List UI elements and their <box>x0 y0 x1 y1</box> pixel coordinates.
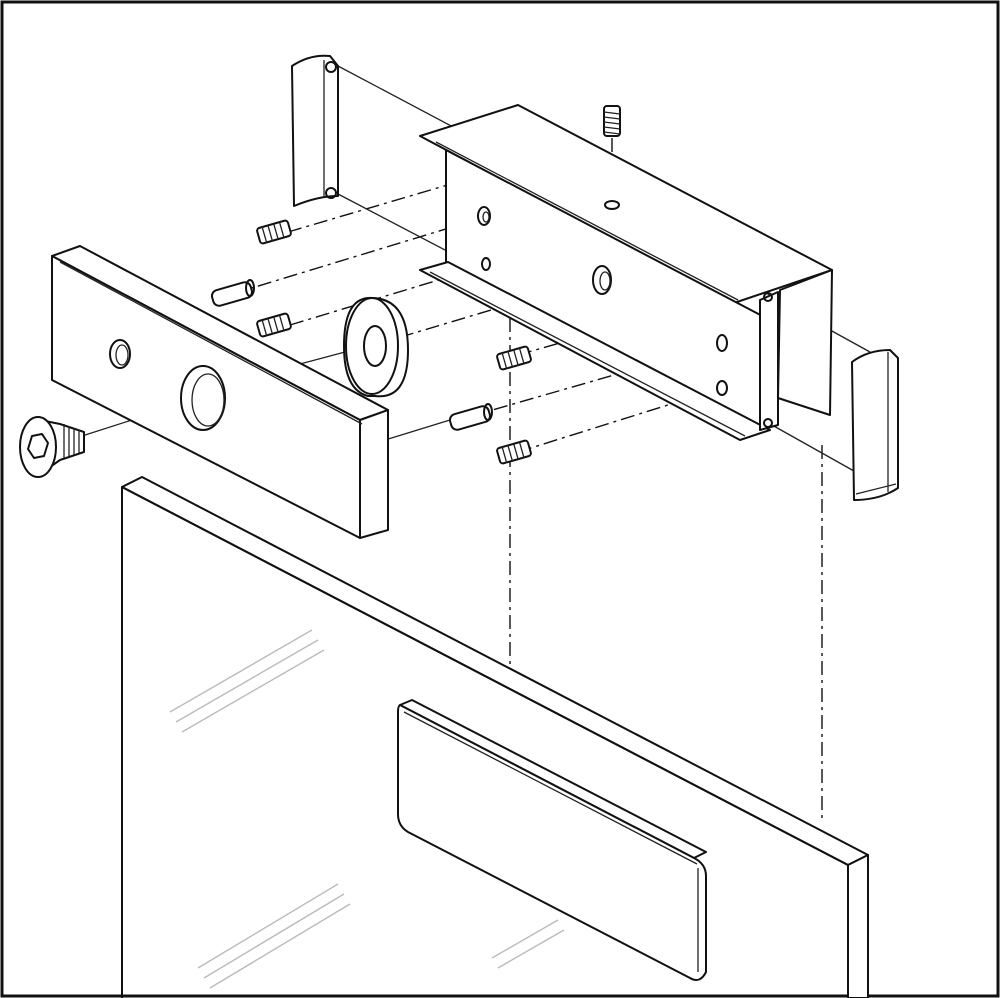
bolt-thread <box>63 424 80 458</box>
front-plate <box>51 245 389 539</box>
left-end-cap <box>291 54 339 207</box>
grub-screw-upper <box>256 219 292 245</box>
right-end-cap <box>851 349 899 501</box>
countersunk-bolt <box>19 416 85 478</box>
glass-panel <box>121 476 869 998</box>
glass-reflection-lines <box>169 629 565 989</box>
mounted-clamp <box>397 699 707 981</box>
top-set-screw <box>603 105 621 137</box>
channel-bracket <box>419 104 833 441</box>
grub-screw-right-lower <box>496 439 532 465</box>
barrel-nut-lower <box>448 403 493 431</box>
washer <box>343 296 409 398</box>
grub-screw-middle <box>256 312 292 338</box>
grub-screw-right-upper <box>496 345 532 371</box>
barrel-nut-upper <box>210 279 255 307</box>
